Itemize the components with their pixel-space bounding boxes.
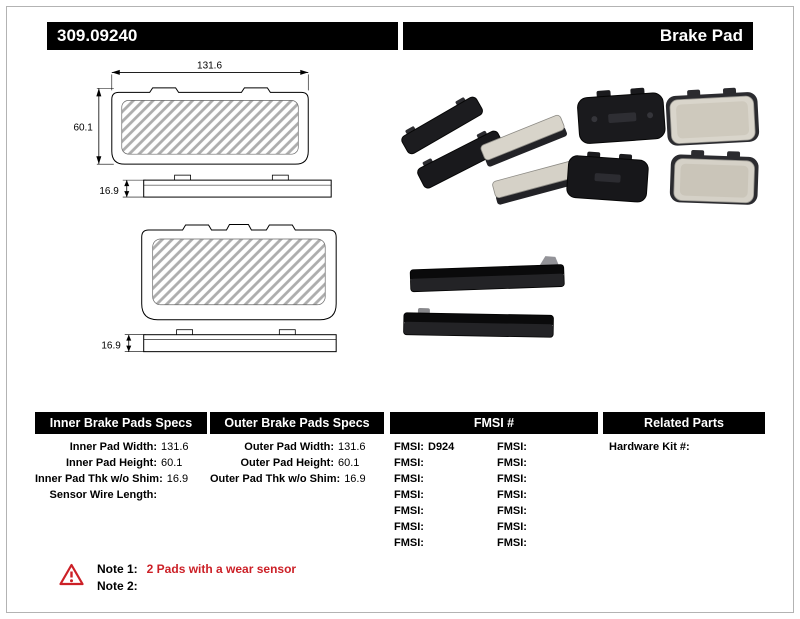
- spec-value: 60.1: [338, 457, 360, 469]
- table-row: FMSI: FMSI:: [390, 503, 598, 519]
- spec-value: 131.6: [338, 441, 366, 453]
- table-row: Inner Pad Thk w/o Shim: 16.9: [35, 471, 207, 487]
- inner-specs-header: Inner Brake Pads Specs: [35, 412, 207, 434]
- related-value: [690, 439, 694, 455]
- related-label: Hardware Kit #:: [609, 441, 690, 453]
- note-1-text: 2 Pads with a wear sensor: [146, 562, 297, 576]
- table-row: Inner Pad Height: 60.1: [35, 455, 207, 471]
- fmsi-label: FMSI:: [497, 521, 527, 533]
- spec-value: 60.1: [161, 457, 183, 469]
- fmsi-value: [428, 503, 497, 519]
- table-row: Inner Pad Width: 131.6: [35, 439, 207, 455]
- fmsi-label: FMSI:: [394, 537, 424, 549]
- fmsi-value: [428, 519, 497, 535]
- spec-label: Inner Pad Thk w/o Shim:: [35, 473, 163, 485]
- fmsi-label: FMSI:: [394, 489, 424, 501]
- warning-icon: [59, 563, 84, 586]
- part-number: 309.09240: [47, 22, 398, 50]
- fmsi-value: [428, 455, 497, 471]
- table-row: FMSI: FMSI:: [390, 519, 598, 535]
- spec-sheet-page: 309.09240 Brake Pad: [6, 6, 794, 613]
- table-row: FMSI: FMSI:: [390, 471, 598, 487]
- fmsi-label: FMSI:: [497, 489, 527, 501]
- fmsi-value: [531, 535, 598, 551]
- fmsi-label: FMSI:: [497, 505, 527, 517]
- spec-tables: Inner Brake Pads Specs Inner Pad Width: …: [35, 412, 765, 551]
- dim-thickness-2: 16.9: [101, 341, 121, 352]
- note-2: Note 2:: [97, 578, 296, 595]
- table-row: Outer Pad Width: 131.6: [210, 439, 384, 455]
- spec-label: Outer Pad Width:: [244, 441, 334, 453]
- inner-specs-table: Inner Brake Pads Specs Inner Pad Width: …: [35, 412, 207, 503]
- photo-pad-angled-4: [492, 159, 583, 205]
- outer-specs-table: Outer Brake Pads Specs Outer Pad Width: …: [210, 412, 384, 487]
- fmsi-value: [428, 487, 497, 503]
- fmsi-label: FMSI:: [394, 473, 424, 485]
- dim-pad-height: 60.1: [73, 122, 93, 133]
- table-row: FMSI: FMSI:: [390, 487, 598, 503]
- dim-thickness-1: 16.9: [99, 186, 119, 197]
- fmsi-value: [531, 503, 598, 519]
- photo-pad-back-1: [577, 87, 666, 144]
- content-area: 131.6 60.1 16.9: [37, 54, 763, 400]
- drawing-side-view-1: [122, 174, 332, 198]
- fmsi-label: FMSI:: [497, 441, 527, 453]
- drawings-and-photos: 131.6 60.1 16.9: [73, 60, 760, 353]
- note-1-label: Note 1:: [97, 562, 138, 576]
- table-row: FMSI: FMSI:: [390, 535, 598, 551]
- table-row: Outer Pad Height: 60.1: [210, 455, 384, 471]
- fmsi-value: [531, 471, 598, 487]
- note-1: Note 1: 2 Pads with a wear sensor: [97, 561, 296, 578]
- drawing-front-view-1: [96, 69, 309, 165]
- fmsi-label: FMSI:: [394, 457, 424, 469]
- fmsi-label: FMSI:: [394, 521, 424, 533]
- drawing-side-view-2: [124, 329, 337, 353]
- spec-value: [157, 487, 207, 503]
- fmsi-header: FMSI #: [390, 412, 598, 434]
- spec-value: 16.9: [344, 473, 366, 485]
- drawing-front-view-2: [141, 224, 337, 321]
- fmsi-value: D924: [428, 441, 455, 453]
- fmsi-value: [428, 471, 497, 487]
- fmsi-label: FMSI:: [497, 473, 527, 485]
- fmsi-label: FMSI:: [394, 441, 424, 453]
- photo-pad-angled-3: [480, 114, 567, 167]
- photo-pad-edge-2: [403, 308, 554, 338]
- note-2-label: Note 2:: [97, 579, 138, 593]
- spec-value: 131.6: [161, 441, 189, 453]
- table-row: Hardware Kit #:: [603, 439, 765, 455]
- spec-label: Sensor Wire Length:: [49, 489, 157, 501]
- table-row: Sensor Wire Length:: [35, 487, 207, 503]
- spec-label: Inner Pad Height:: [65, 457, 157, 469]
- table-row: Outer Pad Thk w/o Shim: 16.9: [210, 471, 384, 487]
- fmsi-label: FMSI:: [497, 457, 527, 469]
- table-row: FMSI: FMSI:: [390, 455, 598, 471]
- outer-specs-header: Outer Brake Pads Specs: [210, 412, 384, 434]
- photo-pad-front-2: [669, 149, 759, 205]
- fmsi-label: FMSI:: [394, 505, 424, 517]
- fmsi-value: [531, 455, 598, 471]
- related-parts-header: Related Parts: [603, 412, 765, 434]
- dim-pad-width: 131.6: [197, 60, 222, 71]
- page-title: Brake Pad: [402, 22, 753, 50]
- spec-value: 16.9: [166, 473, 189, 485]
- photo-pad-angled-1: [401, 96, 483, 155]
- fmsi-value: [531, 487, 598, 503]
- header-bar: 309.09240 Brake Pad: [47, 22, 753, 50]
- photo-pad-front-1: [665, 87, 760, 146]
- notes-section: Note 1: 2 Pads with a wear sensor Note 2:: [59, 561, 793, 595]
- fmsi-table: FMSI # FMSI: D924 FMSI: FMSI: FMSI: FMSI…: [390, 412, 598, 551]
- fmsi-value: [531, 519, 598, 535]
- spec-label: Outer Pad Height:: [240, 457, 334, 469]
- photo-pad-edge-1: [409, 256, 565, 293]
- fmsi-label: FMSI:: [497, 537, 527, 549]
- note-lines: Note 1: 2 Pads with a wear sensor Note 2:: [97, 561, 296, 595]
- photo-pad-back-2: [566, 151, 649, 203]
- spec-label: Inner Pad Width:: [69, 441, 157, 453]
- fmsi-value: [531, 439, 598, 455]
- spec-label: Outer Pad Thk w/o Shim:: [210, 473, 341, 485]
- table-row: FMSI: D924 FMSI:: [390, 439, 598, 455]
- fmsi-value: [428, 535, 497, 551]
- related-parts-table: Related Parts Hardware Kit #:: [603, 412, 765, 455]
